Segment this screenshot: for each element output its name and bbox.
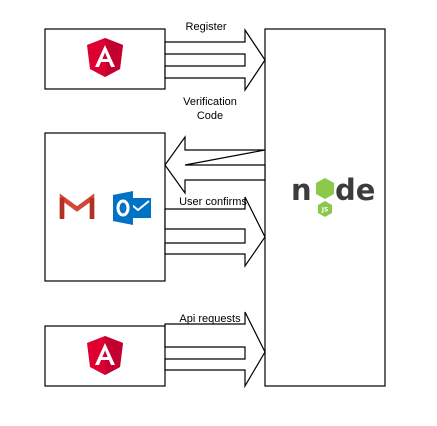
node-js-badge: JS	[321, 207, 329, 214]
api-requests-arrow	[164, 311, 266, 389]
angular-logo-icon	[87, 336, 123, 375]
nodejs-logo-icon: n de JS	[291, 173, 375, 217]
verification-code-arrow	[164, 135, 266, 195]
register-arrow	[164, 28, 266, 92]
verification-label: Verification	[183, 96, 237, 108]
api-requests-label: Api requests	[179, 313, 241, 325]
user-confirms-label: User confirms	[179, 196, 247, 208]
register-label: Register	[186, 21, 227, 33]
verification-code-label: Code	[197, 110, 223, 122]
outlook-logo-icon	[113, 191, 151, 225]
user-confirms-arrow	[164, 196, 266, 268]
gmail-logo-icon	[59, 193, 95, 219]
angular-logo-icon	[87, 38, 123, 77]
node-logo-text-left: n	[291, 173, 312, 207]
node-logo-text-right: de	[335, 173, 375, 207]
